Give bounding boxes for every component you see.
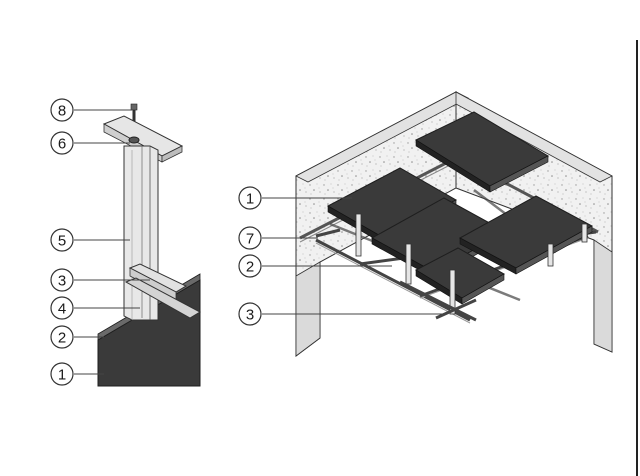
left-callout-3-label: 3 — [58, 273, 66, 290]
right-callout-3: 3 — [238, 302, 262, 326]
right-callout-7-label: 7 — [246, 231, 254, 248]
left-callout-5-label: 5 — [58, 233, 66, 250]
right-isometric-view — [295, 91, 613, 357]
right-callout-1-label: 1 — [246, 191, 254, 208]
left-callout-2: 2 — [50, 325, 74, 349]
left-callouts: 8 6 5 3 4 2 1 — [50, 98, 74, 386]
left-callout-8: 8 — [50, 98, 74, 122]
right-callout-7: 7 — [238, 226, 262, 250]
left-callout-8-label: 8 — [58, 103, 66, 120]
left-callout-4-label: 4 — [58, 301, 66, 318]
left-callout-1: 1 — [50, 362, 74, 386]
bottom-profiles — [315, 228, 477, 322]
angle-profile — [124, 277, 202, 319]
left-leader-lines — [74, 109, 150, 375]
left-callout-2-label: 2 — [58, 330, 66, 347]
right-callout-2: 2 — [238, 254, 262, 278]
left-callout-3: 3 — [50, 268, 74, 292]
left-callout-6: 6 — [50, 131, 74, 155]
left-callout-6-label: 6 — [58, 136, 66, 153]
right-callout-1: 1 — [238, 186, 262, 210]
right-callout-2-label: 2 — [246, 259, 254, 276]
left-callout-4: 4 — [50, 296, 74, 320]
left-section-detail — [97, 103, 202, 387]
left-callout-5: 5 — [50, 228, 74, 252]
left-callout-1-label: 1 — [58, 367, 66, 384]
right-callouts: 1 7 2 3 — [238, 186, 262, 326]
vertical-hangers — [355, 213, 588, 315]
right-leader-lines — [262, 197, 446, 315]
ceiling-panels — [326, 111, 594, 305]
bracket-nut — [128, 136, 140, 144]
right-callout-3-label: 3 — [246, 307, 254, 324]
